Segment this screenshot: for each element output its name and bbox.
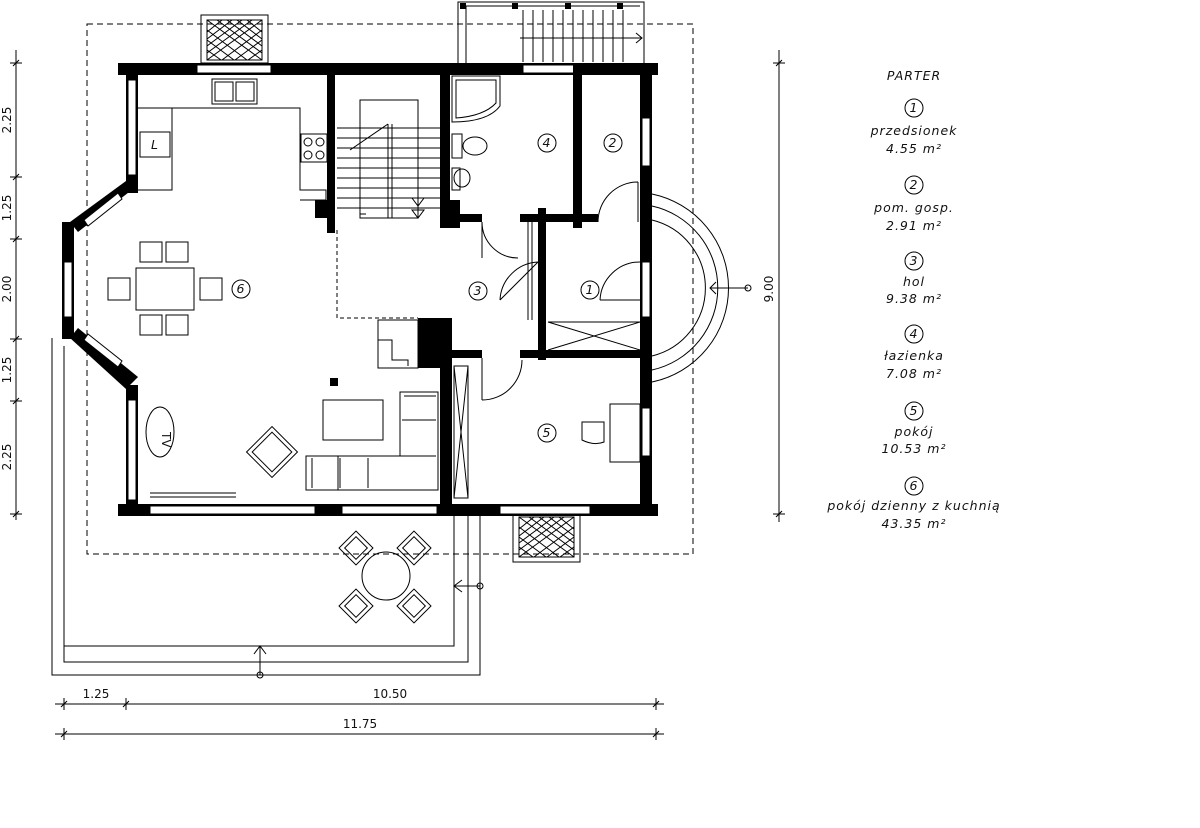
room-marker: 1	[580, 280, 600, 300]
living-room-furniture: TV	[145, 391, 439, 498]
room-marker: 5	[537, 423, 557, 443]
svg-text:5: 5	[543, 425, 552, 440]
svg-text:pokój dzienny z kuchnią: pokój dzienny z kuchnią	[826, 498, 1000, 513]
legend-title: PARTER	[887, 68, 941, 83]
svg-text:przedsionek: przedsionek	[870, 123, 958, 138]
exterior-stairs	[457, 1, 645, 65]
svg-text:5: 5	[910, 403, 919, 418]
svg-text:4: 4	[543, 135, 552, 150]
svg-text:hol: hol	[903, 274, 925, 289]
windows	[63, 64, 651, 515]
legend-entry: 1 przedsionek 4.55 m²	[870, 98, 958, 156]
chimney-bottom	[512, 511, 581, 563]
legend-entry: 3 hol 9.38 m²	[886, 251, 942, 306]
room-marker: 2	[603, 133, 623, 153]
interior-walls	[315, 63, 642, 516]
room-marker: 4	[537, 133, 557, 153]
terrace	[51, 338, 484, 679]
chimney-top	[200, 14, 269, 64]
svg-text:2.25: 2.25	[0, 444, 14, 471]
svg-text:6: 6	[237, 281, 246, 296]
kitchen: L	[138, 78, 328, 201]
svg-text:9.38 m²: 9.38 m²	[886, 291, 942, 306]
roof-outline	[86, 23, 694, 555]
svg-text:7.08 m²: 7.08 m²	[886, 366, 942, 381]
svg-text:2.00: 2.00	[0, 276, 14, 303]
svg-text:6: 6	[910, 478, 919, 493]
svg-text:1: 1	[586, 282, 595, 297]
legend-entry: 2 pom. gosp. 2.91 m²	[873, 175, 954, 233]
svg-text:pokój: pokój	[894, 424, 934, 439]
svg-text:11.75: 11.75	[343, 717, 377, 731]
right-dimension: 9.00	[762, 50, 785, 522]
svg-text:pom. gosp.: pom. gosp.	[873, 200, 954, 215]
legend: PARTER 1 przedsionek 4.55 m² 2 pom. gosp…	[826, 68, 1000, 531]
legend-entry: 5 pokój 10.53 m²	[882, 401, 947, 456]
room-marker: 3	[468, 281, 488, 301]
svg-text:2.91 m²: 2.91 m²	[886, 218, 942, 233]
interior-stairs	[337, 99, 440, 219]
svg-text:1.25: 1.25	[83, 687, 110, 701]
left-dimension: 2.25 1.25 2.00 1.25 2.25	[0, 50, 22, 520]
legend-entry: 6 pokój dzienny z kuchnią 43.35 m²	[826, 476, 1000, 531]
svg-text:3: 3	[474, 283, 483, 298]
bathroom-fixtures	[451, 75, 501, 191]
svg-text:łazienka: łazienka	[884, 348, 944, 363]
svg-text:2: 2	[609, 135, 618, 150]
svg-text:4: 4	[910, 326, 919, 341]
room5-fixtures	[453, 365, 641, 499]
fireplace	[330, 319, 419, 386]
svg-text:4.55 m²: 4.55 m²	[886, 141, 942, 156]
svg-text:3: 3	[910, 253, 919, 268]
svg-text:43.35 m²: 43.35 m²	[882, 516, 947, 531]
bottom-dimensions: 1.25 10.50 11.75	[55, 687, 664, 740]
legend-entry: 4 łazienka 7.08 m²	[884, 324, 944, 381]
svg-text:1: 1	[910, 100, 919, 115]
svg-text:2: 2	[910, 177, 919, 192]
entrance-porch	[651, 193, 752, 383]
room-markers: 6 3 1 4 2 5	[231, 133, 623, 443]
svg-text:2.25: 2.25	[0, 107, 14, 134]
tv-label: TV	[159, 431, 173, 448]
svg-text:10.50: 10.50	[373, 687, 407, 701]
svg-text:10.53 m²: 10.53 m²	[882, 441, 947, 456]
svg-text:9.00: 9.00	[762, 276, 776, 303]
dining-set	[107, 241, 223, 336]
fridge-label: L	[151, 137, 159, 152]
doors	[481, 181, 641, 401]
svg-text:1.25: 1.25	[0, 357, 14, 384]
room-marker: 6	[231, 279, 251, 299]
svg-text:1.25: 1.25	[0, 195, 14, 222]
